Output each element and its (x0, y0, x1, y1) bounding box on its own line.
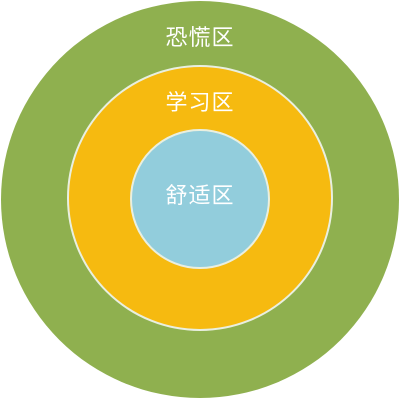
comfort-zone-circle (130, 129, 270, 269)
learning-zone-label: 学习区 (165, 91, 235, 116)
comfort-zone-label: 舒适区 (165, 184, 235, 209)
panic-zone-label: 恐慌区 (165, 26, 235, 51)
